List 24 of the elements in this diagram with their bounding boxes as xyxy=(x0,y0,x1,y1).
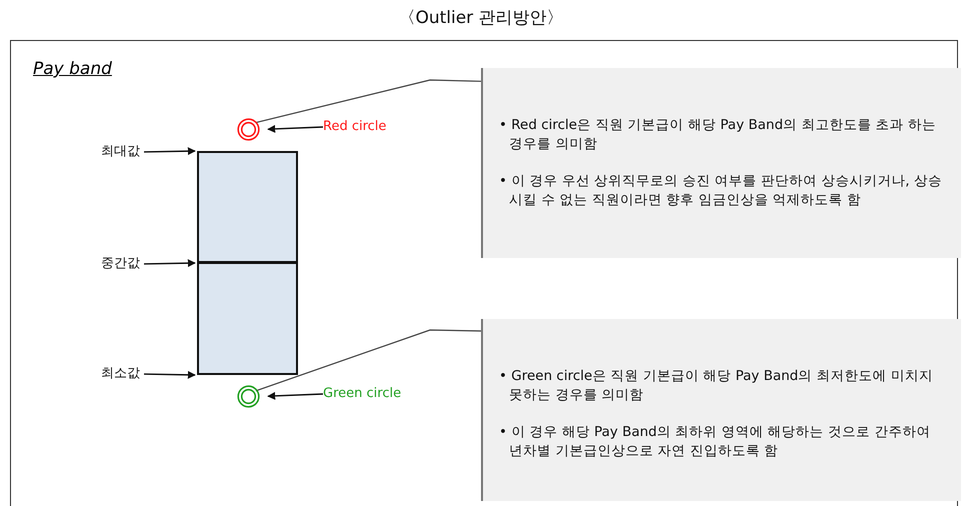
arrow xyxy=(144,147,196,156)
arrow xyxy=(144,370,196,379)
section-frame xyxy=(10,40,958,506)
bullet-text: • 이 경우 해당 Pay Band의 최하위 영역에 해당하는 것으로 간주하여 년차별 기본급인상으로 자연 진입하도록 함 xyxy=(499,423,932,461)
bullet-text: • 이 경우 우선 상위직무로의 승진 여부를 판단하여 상승시키거나, 상승시킬 수 없는 직원이라면 향후 임금인상을 억제하도록 함 xyxy=(499,172,943,210)
bullet-text: • Red circle은 직원 기본급이 해당 Pay Band의 최고한도를 초과 하는 경우를 의미함 xyxy=(499,116,937,154)
note-panel xyxy=(481,319,961,501)
arrow xyxy=(267,392,324,400)
level-label: 최대값 xyxy=(101,143,140,161)
section-heading: Pay band xyxy=(33,59,112,79)
leader-line xyxy=(256,79,482,124)
arrow xyxy=(267,124,324,133)
bullet-text: • Green circle은 직원 기본급이 해당 Pay Band의 최저한도에 미치지 못하는 경우를 의미함 xyxy=(499,367,934,405)
diagram-title: 〈Outlier 관리방안〉 xyxy=(397,7,565,29)
leader-line xyxy=(256,329,482,392)
pay-band-bar xyxy=(197,151,298,375)
outlier-marker xyxy=(237,118,260,141)
level-label: 중간값 xyxy=(101,255,140,273)
level-label: 최소값 xyxy=(101,365,140,383)
note-panel xyxy=(481,68,961,258)
marker-label: Green circle xyxy=(323,385,402,403)
arrow xyxy=(144,259,196,268)
outlier-marker xyxy=(237,385,260,408)
marker-label: Red circle xyxy=(323,118,386,136)
